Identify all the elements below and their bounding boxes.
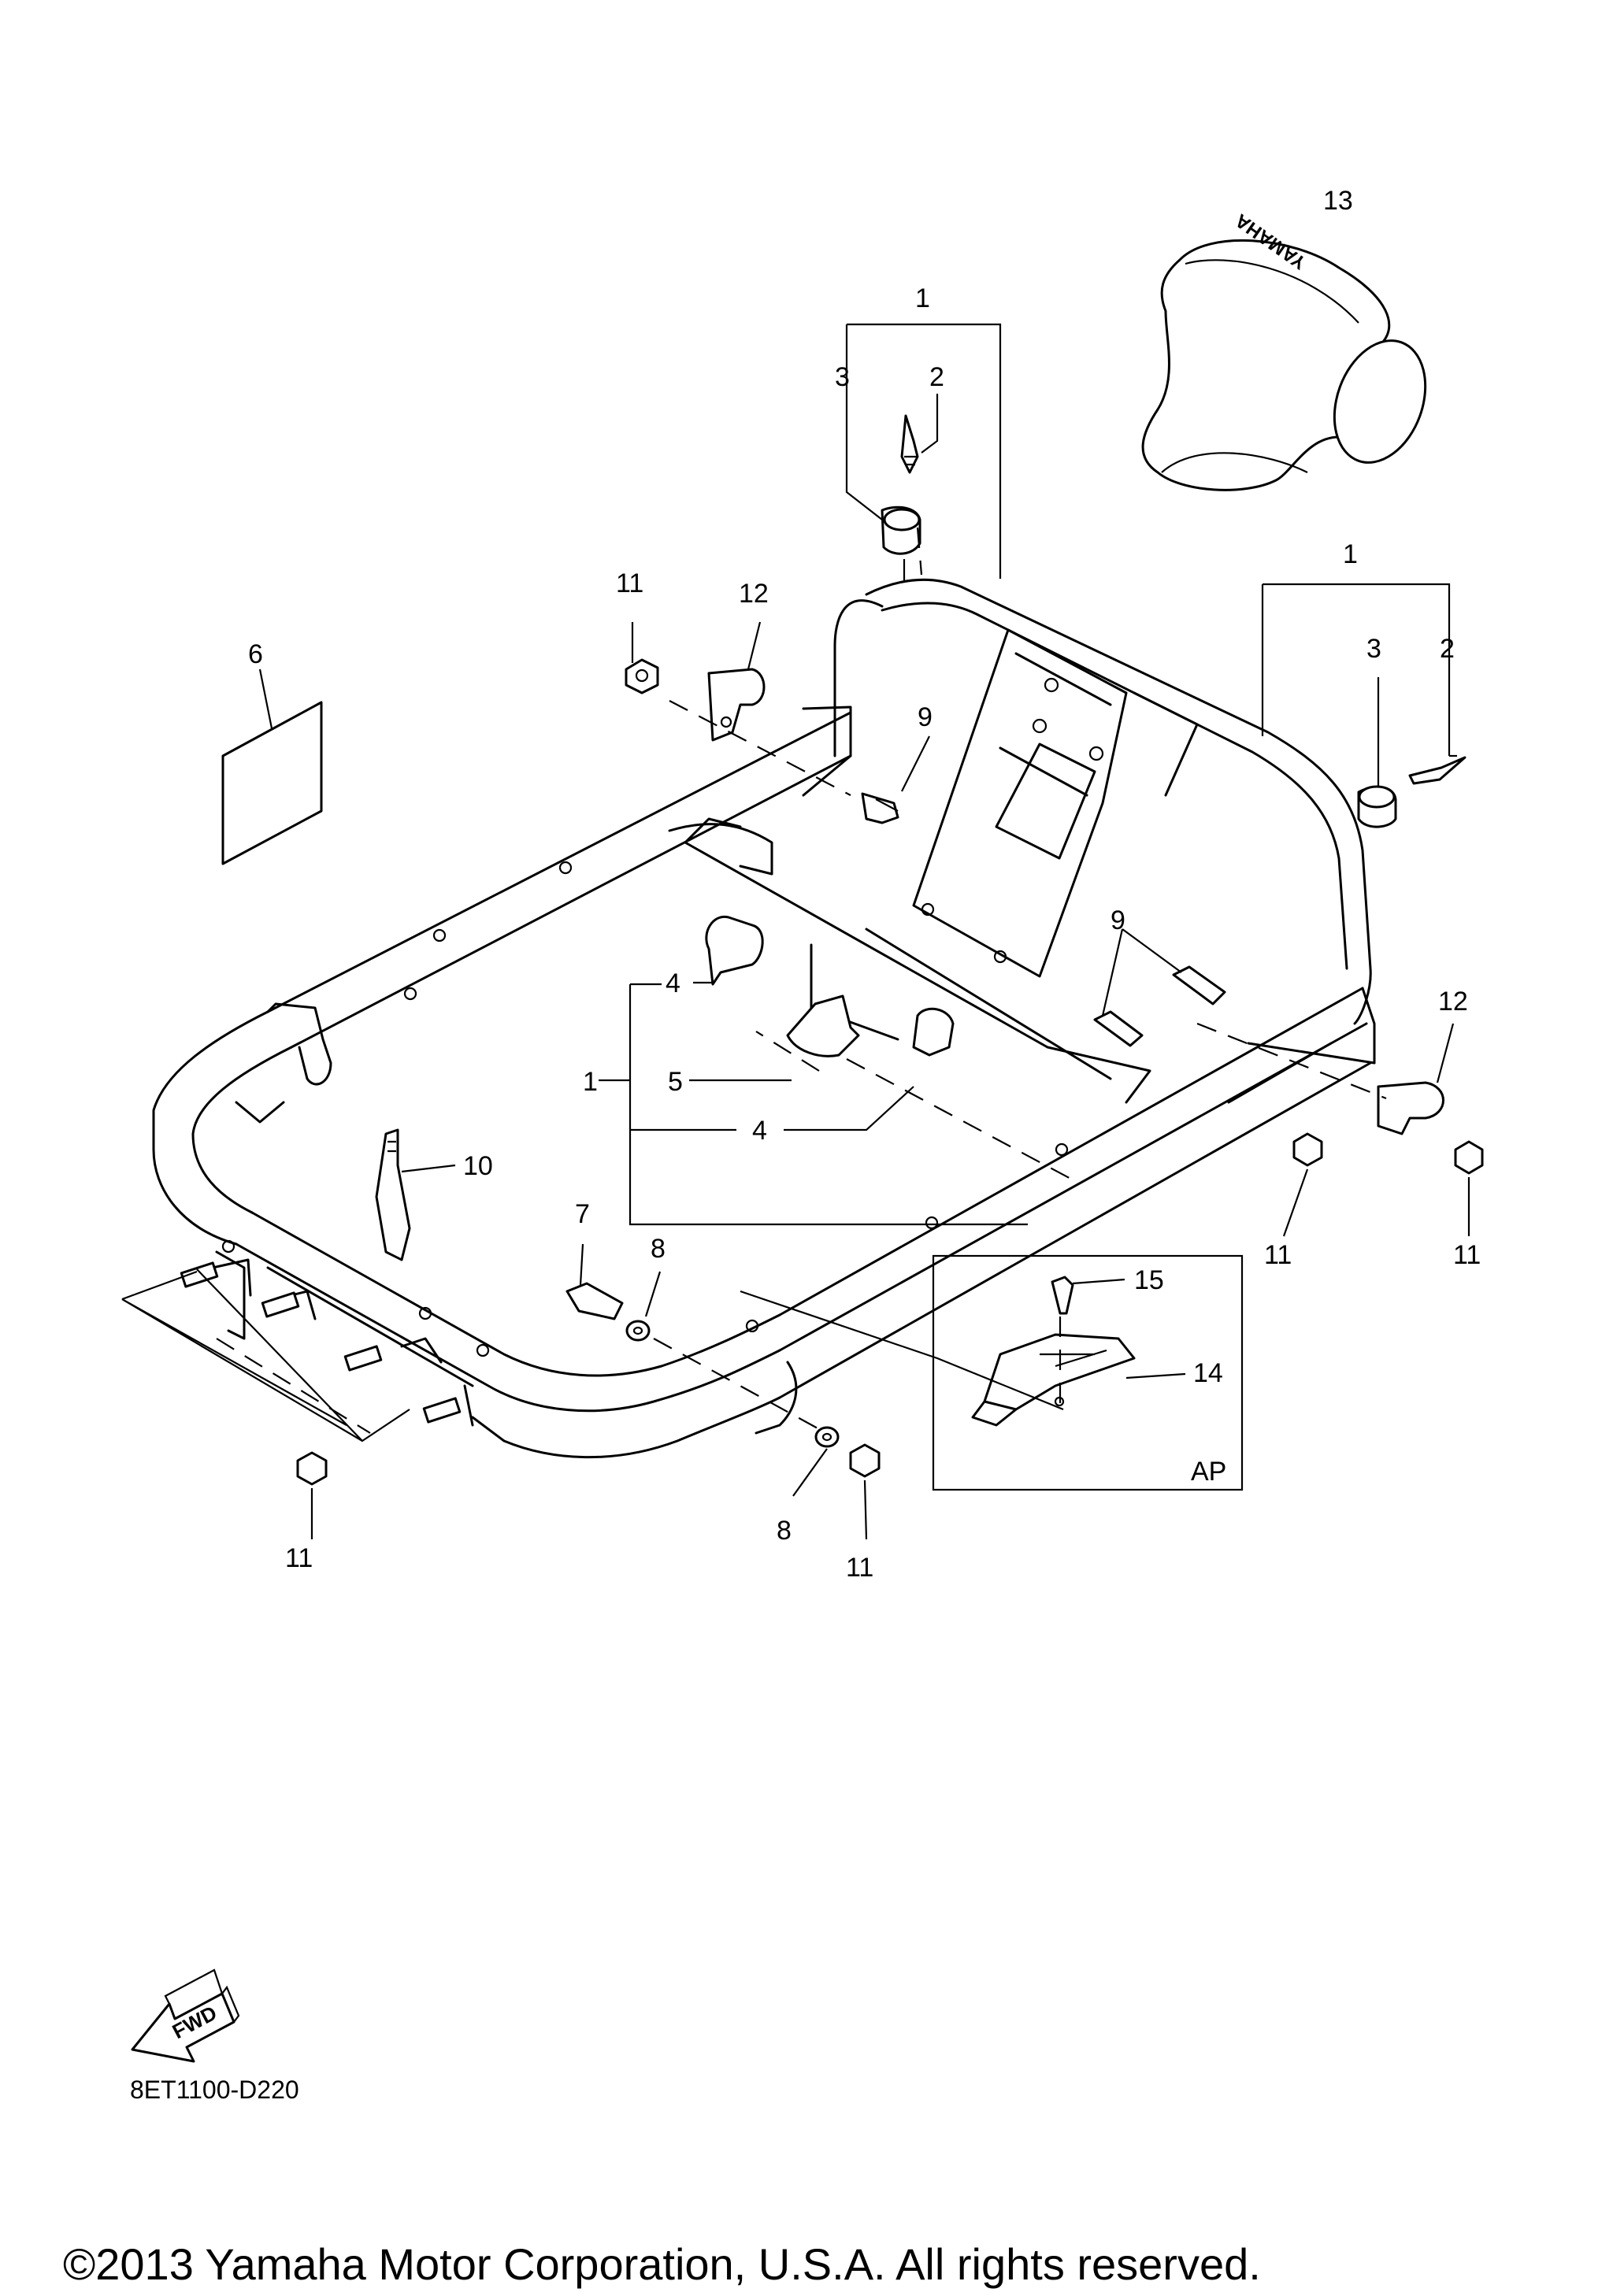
frame-part bbox=[152, 578, 1376, 1459]
nut-lower-center bbox=[849, 1443, 881, 1478]
label-5: 5 bbox=[668, 1067, 683, 1097]
leader-lines bbox=[258, 323, 1470, 1540]
label-4-upper: 4 bbox=[666, 968, 680, 998]
sticker-part bbox=[221, 701, 323, 865]
nut-lower-left bbox=[296, 1451, 328, 1486]
callout-labels: 13 1 3 2 1 3 2 11 12 6 9 9 12 4 1 5 4 10… bbox=[248, 186, 1481, 1583]
washer-lower bbox=[814, 1426, 840, 1448]
copyright-notice: ©2013 Yamaha Motor Corporation, U.S.A. A… bbox=[63, 2239, 1261, 2289]
label-2-top: 2 bbox=[929, 362, 944, 392]
label-12-upper: 12 bbox=[739, 579, 769, 609]
front-studs bbox=[180, 1261, 462, 1424]
clamps-part bbox=[705, 915, 955, 1057]
label-11-lower-left: 11 bbox=[285, 1543, 313, 1573]
label-11-lower-center: 11 bbox=[846, 1553, 873, 1583]
label-1-left: 1 bbox=[583, 1067, 598, 1097]
label-ap: AP bbox=[1191, 1457, 1226, 1487]
label-1-top: 1 bbox=[915, 283, 930, 313]
label-4-lower: 4 bbox=[752, 1116, 767, 1146]
strap-part bbox=[375, 1128, 411, 1261]
label-14: 14 bbox=[1193, 1358, 1223, 1388]
label-12-right: 12 bbox=[1438, 987, 1468, 1017]
label-8-lower: 8 bbox=[777, 1516, 792, 1546]
seat-cover-part: YAMAHA bbox=[1141, 209, 1427, 491]
label-6: 6 bbox=[248, 639, 263, 669]
clip-right bbox=[1377, 1081, 1444, 1135]
label-9-right: 9 bbox=[1111, 905, 1125, 935]
label-15: 15 bbox=[1134, 1265, 1164, 1295]
label-11-right-b: 11 bbox=[1453, 1240, 1481, 1270]
rivet-top bbox=[900, 414, 919, 474]
washer-upper bbox=[625, 1320, 651, 1342]
label-7: 7 bbox=[575, 1199, 590, 1229]
bolt-7 bbox=[565, 1282, 624, 1320]
fwd-arrow-icon: FWD bbox=[131, 1968, 240, 2063]
label-13: 13 bbox=[1323, 186, 1353, 216]
clip-upper bbox=[707, 668, 766, 742]
label-10: 10 bbox=[463, 1151, 493, 1181]
nut-upper bbox=[625, 658, 659, 694]
bolt-upper bbox=[861, 792, 899, 824]
bolts-right bbox=[1093, 965, 1226, 1047]
label-8-upper: 8 bbox=[651, 1234, 666, 1264]
grommet-right bbox=[1357, 785, 1397, 828]
grommet-top bbox=[881, 505, 921, 555]
label-11-upper: 11 bbox=[616, 568, 643, 598]
rivet-right bbox=[1408, 756, 1467, 785]
label-3-right: 3 bbox=[1366, 634, 1381, 664]
label-3-top: 3 bbox=[835, 362, 850, 392]
diagram-code: 8ET1100-D220 bbox=[130, 2076, 299, 2104]
nuts-right bbox=[1292, 1132, 1484, 1175]
label-2-right: 2 bbox=[1440, 634, 1455, 664]
label-1-right: 1 bbox=[1343, 539, 1358, 569]
label-9-upper: 9 bbox=[918, 702, 933, 732]
ap-inset-box bbox=[932, 1254, 1244, 1491]
label-11-right-a: 11 bbox=[1264, 1240, 1292, 1270]
